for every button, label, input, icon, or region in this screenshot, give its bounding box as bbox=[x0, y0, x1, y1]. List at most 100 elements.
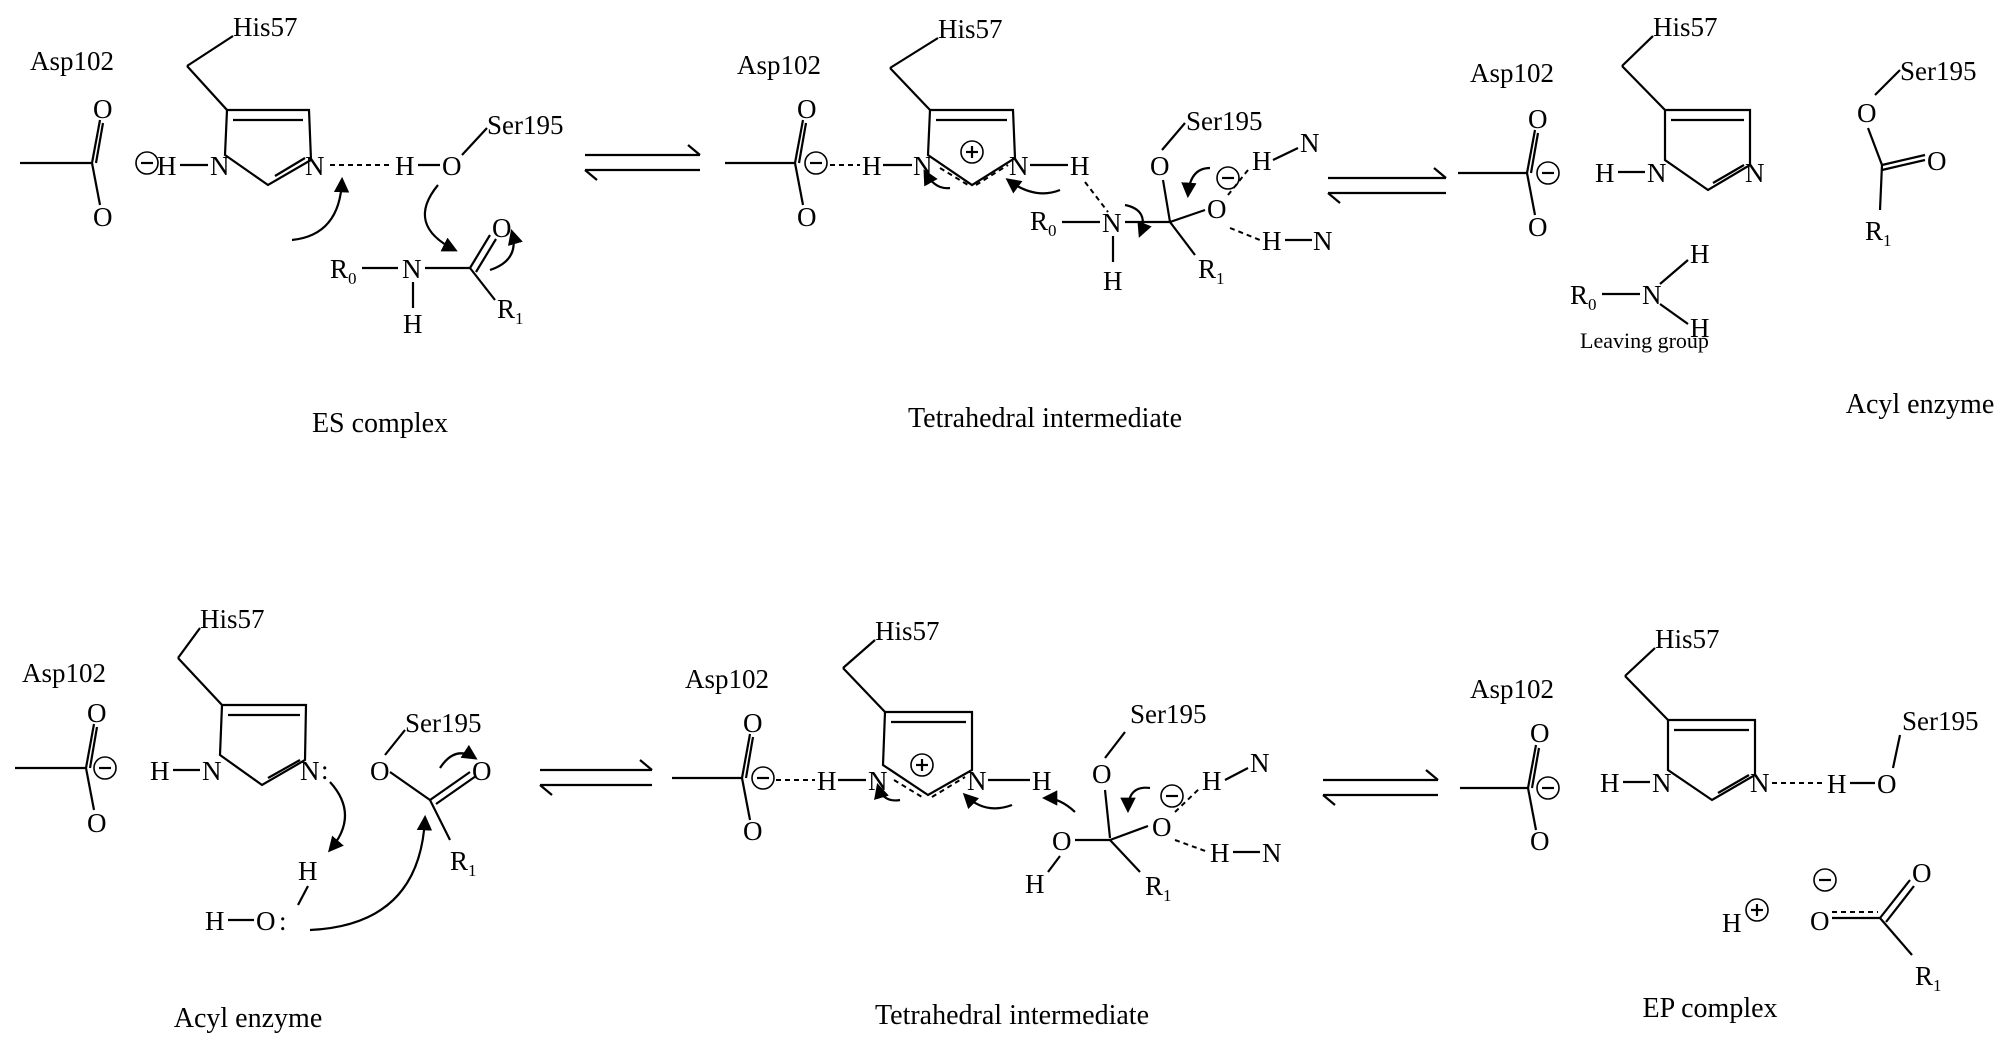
curved-arrow-icon bbox=[923, 169, 951, 190]
positive-charge-icon bbox=[1745, 898, 1769, 922]
panel-ep-complex: Asp102 O O His57 H N N H O Ser195 H O bbox=[1460, 624, 1979, 1024]
svg-text:N: N bbox=[1102, 208, 1122, 238]
ser-oxygen: O bbox=[1092, 759, 1112, 789]
imidazole-ring bbox=[881, 710, 974, 797]
svg-text:H: H bbox=[1595, 158, 1615, 188]
curved-arrow-icon bbox=[309, 814, 433, 932]
carbonyl-oxygen: O bbox=[1912, 858, 1932, 888]
svg-text:N: N bbox=[1009, 151, 1029, 181]
svg-text:H: H bbox=[1202, 766, 1222, 796]
svg-text:H: H bbox=[1690, 239, 1710, 269]
svg-text:R: R bbox=[450, 846, 468, 876]
svg-text:1: 1 bbox=[515, 309, 524, 328]
svg-text:H: H bbox=[1252, 146, 1272, 176]
svg-text:R: R bbox=[1915, 961, 1933, 991]
equilibrium-arrow-icon bbox=[1327, 167, 1447, 204]
caption-tetrahedral-intermediate: Tetrahedral intermediate bbox=[908, 403, 1182, 434]
svg-text:O: O bbox=[797, 94, 817, 124]
ser-oxygen: O bbox=[442, 151, 462, 181]
oxyanion: O bbox=[1207, 194, 1227, 224]
panel-es-complex: Asp102 O O ⊖ His57 H N N H O Ser195 R 0 … bbox=[20, 12, 564, 439]
ser-oxygen: O bbox=[1150, 151, 1170, 181]
his57-label: His57 bbox=[938, 14, 1003, 44]
curved-arrow-icon bbox=[1041, 790, 1076, 813]
curved-arrow-icon bbox=[1005, 178, 1061, 195]
svg-text:O: O bbox=[1528, 212, 1548, 242]
negative-charge-icon bbox=[1813, 868, 1837, 892]
ser195-label: Ser195 bbox=[1186, 106, 1263, 136]
svg-text:R: R bbox=[1145, 871, 1163, 901]
ser-oxygen: O bbox=[1877, 769, 1897, 799]
asp102-label: Asp102 bbox=[1470, 58, 1554, 88]
curved-arrow-icon bbox=[1181, 166, 1211, 199]
his57-label: His57 bbox=[200, 604, 265, 634]
curved-arrow-icon bbox=[327, 781, 347, 853]
carbonyl-oxygen: O bbox=[1927, 146, 1947, 176]
carboxylate-oxygen: O bbox=[1810, 906, 1830, 936]
svg-text:H: H bbox=[1210, 838, 1230, 868]
svg-text:H: H bbox=[1262, 226, 1282, 256]
negative-charge-icon bbox=[751, 766, 775, 790]
imidazole-ring bbox=[218, 703, 308, 787]
caption-es-complex: ES complex bbox=[312, 408, 448, 439]
svg-text:H: H bbox=[1032, 766, 1052, 796]
svg-text:N: N bbox=[1750, 768, 1770, 798]
svg-text:1: 1 bbox=[468, 861, 477, 880]
svg-text:1: 1 bbox=[1883, 231, 1892, 250]
svg-text:R: R bbox=[330, 254, 348, 284]
svg-text:H: H bbox=[298, 856, 318, 886]
equilibrium-arrow-icon bbox=[539, 759, 653, 796]
svg-text:O: O bbox=[797, 202, 817, 232]
lone-pair-icon: : bbox=[279, 906, 287, 936]
imidazole-ring bbox=[1666, 718, 1757, 802]
curved-arrow-icon bbox=[439, 744, 478, 769]
svg-text:N: N bbox=[1300, 128, 1320, 158]
svg-text:N: N bbox=[1652, 768, 1672, 798]
svg-text:H: H bbox=[862, 151, 882, 181]
panel-acyl-enzyme-water: Asp102 O O His57 H N N : O Ser195 O R 1 … bbox=[15, 604, 492, 1034]
svg-text:N: N bbox=[1250, 748, 1270, 778]
his57-label: His57 bbox=[875, 616, 940, 646]
asp102-label: Asp102 bbox=[30, 46, 114, 76]
negative-charge-icon bbox=[804, 151, 828, 175]
svg-text:H: H bbox=[1025, 869, 1045, 899]
caption-ep-complex: EP complex bbox=[1642, 993, 1777, 1024]
svg-text:0: 0 bbox=[1588, 295, 1597, 314]
svg-text:H: H bbox=[403, 309, 423, 339]
svg-text:H: H bbox=[1690, 313, 1710, 343]
svg-text:H: H bbox=[1827, 769, 1847, 799]
asp102-label: Asp102 bbox=[737, 50, 821, 80]
proton: H bbox=[1722, 908, 1742, 938]
leaving-group-label: Leaving group bbox=[1580, 328, 1709, 353]
svg-text:N: N bbox=[1313, 226, 1333, 256]
svg-text:O: O bbox=[1052, 826, 1072, 856]
svg-text:R: R bbox=[1030, 206, 1048, 236]
his57-label: His57 bbox=[1655, 624, 1720, 654]
ser195-label: Ser195 bbox=[405, 708, 482, 738]
svg-text:1: 1 bbox=[1216, 269, 1225, 288]
imidazole-ring bbox=[926, 108, 1017, 187]
svg-text:N: N bbox=[402, 254, 422, 284]
negative-charge-icon bbox=[1216, 166, 1240, 190]
his57-label: His57 bbox=[233, 12, 298, 42]
curved-arrow-icon bbox=[291, 176, 350, 242]
curved-arrow-icon bbox=[962, 792, 1013, 810]
curved-arrow-icon bbox=[1124, 203, 1152, 238]
positive-charge-icon bbox=[960, 140, 984, 164]
svg-text:O: O bbox=[1528, 104, 1548, 134]
water-oxygen: O bbox=[256, 906, 276, 936]
svg-text:1: 1 bbox=[1933, 976, 1942, 995]
caption-acyl-enzyme: Acyl enzyme bbox=[174, 1003, 323, 1034]
svg-text:H: H bbox=[1070, 151, 1090, 181]
ser-oxygen: O bbox=[1857, 98, 1877, 128]
svg-text:N: N bbox=[202, 756, 222, 786]
svg-text:1: 1 bbox=[1163, 886, 1172, 905]
svg-text:R: R bbox=[1865, 216, 1883, 246]
his-methylene-bond bbox=[186, 35, 234, 67]
svg-text:N: N bbox=[967, 766, 987, 796]
svg-text:N: N bbox=[1745, 158, 1765, 188]
svg-text:N: N bbox=[1642, 280, 1662, 310]
ser195-label: Ser195 bbox=[487, 110, 564, 140]
lone-pair-icon: : bbox=[321, 755, 329, 785]
